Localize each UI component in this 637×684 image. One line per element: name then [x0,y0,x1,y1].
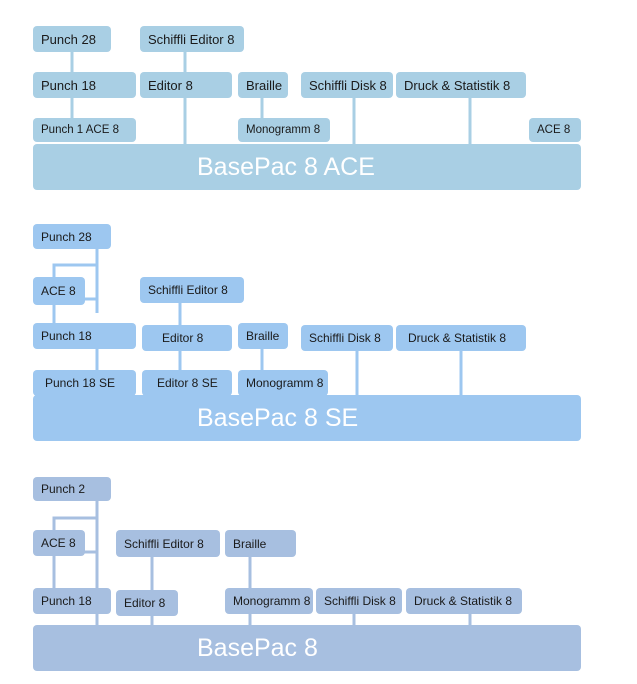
base-package-label: BasePac 8 [197,633,318,662]
module-punch-18: Punch 18 [33,323,136,349]
connector-lines [70,52,472,145]
diagram-basepac-ace: Punch 28 Schiffli Editor 8 Punch 18 Edit… [0,0,637,200]
base-package-basepac: BasePac 8 [33,625,581,671]
module-schiffli-editor: Schiffli Editor 8 [140,277,244,303]
module-monogramm: Monogramm 8 [238,118,330,142]
module-druck-statistik: Druck & Statistik 8 [396,325,526,351]
module-editor: Editor 8 [140,72,232,98]
module-punch-2: Punch 2 [33,477,111,501]
module-schiffli-editor: Schiffli Editor 8 [116,530,220,557]
base-package-se: BasePac 8 SE [33,395,581,441]
module-monogramm: Monogramm 8 [225,588,313,614]
module-ace: ACE 8 [33,530,85,556]
module-schiffli-disk: Schiffli Disk 8 [301,325,393,351]
module-ace: ACE 8 [529,118,581,142]
module-editor-se: Editor 8 SE [142,370,232,396]
module-schiffli-editor: Schiffli Editor 8 [140,26,244,52]
module-punch-18: Punch 18 [33,588,111,614]
module-braille: Braille [238,323,288,349]
module-punch-18-se: Punch 18 SE [33,370,136,396]
connector-lines [52,249,463,395]
module-schiffli-disk: Schiffli Disk 8 [301,72,393,98]
module-punch-1-ace: Punch 1 ACE 8 [33,118,136,142]
base-package-label: BasePac 8 SE [197,403,359,432]
module-braille: Braille [238,72,288,98]
diagram-basepac: Punch 2 ACE 8 Schiffli Editor 8 Braille … [0,468,637,678]
base-package-label: BasePac 8 ACE [197,152,375,181]
module-schiffli-disk: Schiffli Disk 8 [316,588,402,614]
module-punch-28: Punch 28 [33,224,111,249]
module-punch-28: Punch 28 [33,26,111,52]
base-package-ace: BasePac 8 ACE [33,144,581,190]
diagram-basepac-se: Punch 28 ACE 8 Schiffli Editor 8 Punch 1… [0,215,637,450]
module-druck-statistik: Druck & Statistik 8 [406,588,522,614]
module-editor: Editor 8 [116,590,178,616]
module-druck-statistik: Druck & Statistik 8 [396,72,526,98]
module-ace: ACE 8 [33,277,85,305]
module-editor: Editor 8 [142,325,232,351]
module-monogramm: Monogramm 8 [238,370,328,396]
module-punch-18: Punch 18 [33,72,136,98]
module-braille: Braille [225,530,296,557]
